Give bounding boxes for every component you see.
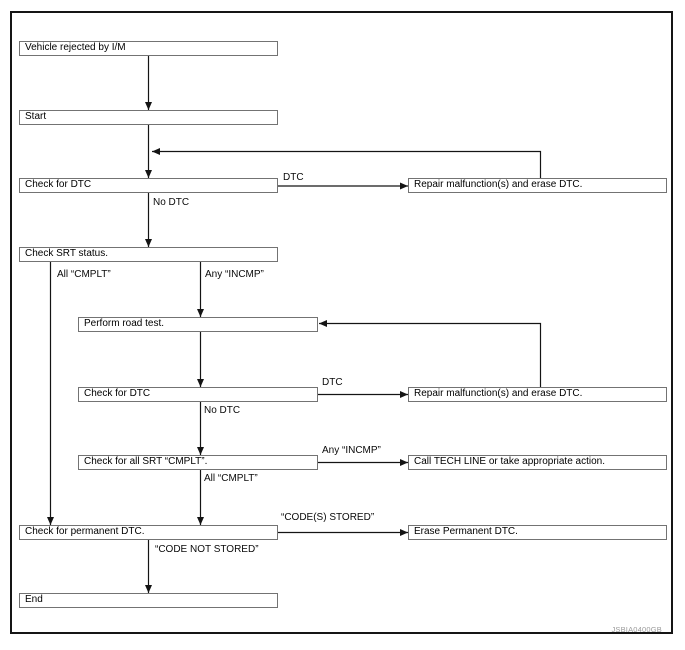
- node-check-permanent-dtc: Check for permanent DTC.: [19, 525, 278, 540]
- edge-label-all-cmplt-1: All “CMPLT”: [57, 269, 111, 280]
- edge-label-no-dtc-1: No DTC: [153, 197, 190, 208]
- node-start: Start: [19, 110, 278, 125]
- edge-label-all-cmplt-2: All “CMPLT”: [204, 473, 258, 484]
- diagram-border: [10, 11, 673, 634]
- edge-label-dtc-1: DTC: [283, 172, 304, 183]
- figure-code: JSBIA0400GB: [611, 625, 662, 634]
- arrow-repair2-feedback: [319, 320, 542, 387]
- node-repair-malfunction-2: Repair malfunction(s) and erase DTC.: [408, 387, 667, 402]
- edge-label-code-not-stored: “CODE NOT STORED”: [155, 544, 259, 555]
- edge-label-no-dtc-2: No DTC: [204, 405, 241, 416]
- edge-label-any-incmp-2: Any “INCMP”: [322, 445, 381, 456]
- edge-label-dtc-2: DTC: [322, 377, 343, 388]
- node-check-for-dtc-2: Check for DTC: [78, 387, 318, 402]
- node-end: End: [19, 593, 278, 608]
- node-perform-road-test: Perform road test.: [78, 317, 318, 332]
- edge-label-codes-stored: “CODE(S) STORED”: [281, 512, 375, 523]
- edge-label-any-incmp-1: Any “INCMP”: [205, 269, 264, 280]
- arrow-repair1-feedback: [152, 148, 542, 178]
- node-erase-permanent-dtc: Erase Permanent DTC.: [408, 525, 667, 540]
- node-check-all-srt-cmplt: Check for all SRT “CMPLT”.: [78, 455, 318, 470]
- node-check-srt-status: Check SRT status.: [19, 247, 278, 262]
- node-call-tech-line: Call TECH LINE or take appropriate actio…: [408, 455, 667, 470]
- node-check-for-dtc-1: Check for DTC: [19, 178, 278, 193]
- node-repair-malfunction-1: Repair malfunction(s) and erase DTC.: [408, 178, 667, 193]
- node-vehicle-rejected: Vehicle rejected by I/M: [19, 41, 278, 56]
